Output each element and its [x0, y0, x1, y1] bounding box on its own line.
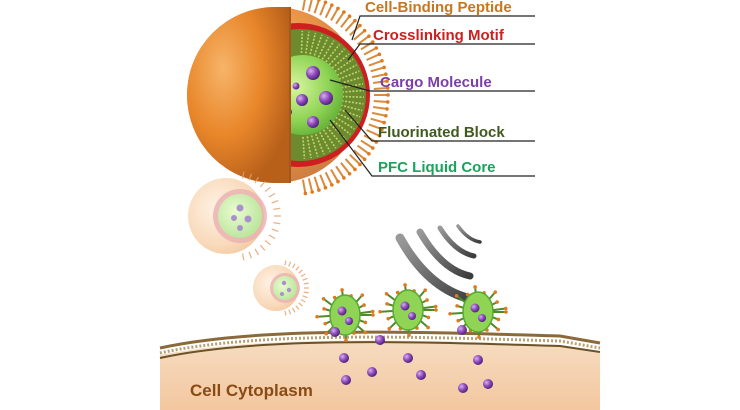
cargo-molecule: [457, 325, 467, 335]
label-cell-binding-peptide: Cell-Binding Peptide: [365, 0, 512, 16]
nanodroplet-small-2: [253, 260, 309, 316]
burst-droplet: [378, 283, 438, 337]
cargo-molecule: [483, 379, 493, 389]
cargo-molecule: [292, 82, 300, 90]
leader-lines: [329, 15, 535, 177]
ultrasound-waves-icon: [395, 224, 482, 305]
cargo-molecule: [296, 94, 308, 106]
cargo-molecule: [306, 66, 320, 80]
label-pfc-liquid-core: PFC Liquid Core: [378, 159, 496, 176]
label-cargo-molecule: Cargo Molecule: [380, 74, 492, 91]
nanodroplet-cutaway: [187, 0, 390, 196]
cargo-molecule: [403, 353, 413, 363]
cargo-molecule: [473, 355, 483, 365]
cargo-molecule: [416, 370, 426, 380]
burst-droplet: [448, 285, 508, 339]
cargo-molecule: [330, 327, 340, 337]
cargo-molecule: [458, 383, 468, 393]
bursting-droplets: [315, 283, 508, 342]
label-cell-cytoplasm: Cell Cytoplasm: [190, 381, 313, 400]
cargo-molecule: [375, 335, 385, 345]
nanodroplet-small-1: [188, 171, 281, 261]
released-cargo: [330, 325, 493, 393]
cargo-molecule: [319, 91, 333, 105]
cargo-molecule: [341, 375, 351, 385]
cargo-molecule: [307, 116, 319, 128]
cargo-molecule: [367, 367, 377, 377]
cargo-molecule: [339, 353, 349, 363]
label-fluorinated-block: Fluorinated Block: [378, 124, 505, 141]
burst-droplet: [315, 288, 375, 342]
label-crosslinking-motif: Crosslinking Motif: [373, 27, 505, 44]
